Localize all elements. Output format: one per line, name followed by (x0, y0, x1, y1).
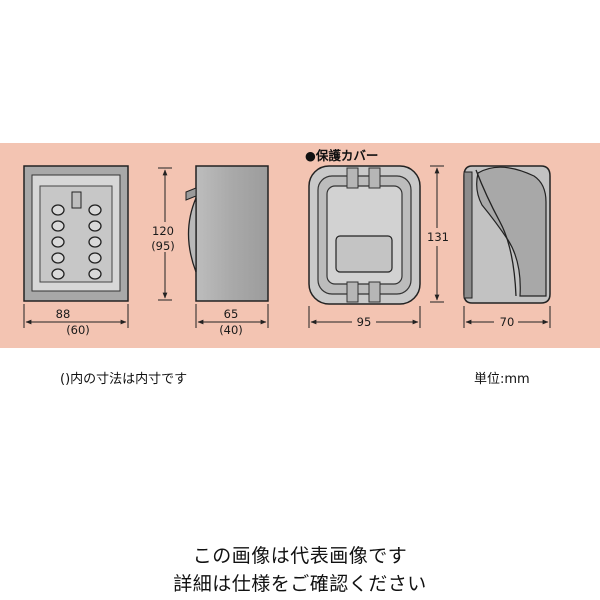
cover-width-label: 95 (357, 315, 372, 329)
cover-title: ●保護カバー (305, 148, 378, 163)
cover-depth-label: 70 (500, 315, 515, 329)
side-depth-inner-label: (40) (219, 323, 243, 337)
side-height-inner-label: (95) (151, 239, 175, 253)
front-width-label: 88 (56, 307, 71, 321)
front-view: 88 (60) (23, 165, 129, 337)
cover-height-dimension: 131 (424, 165, 452, 303)
side-depth-label: 65 (224, 307, 239, 321)
caption-representative-image: この画像は代表画像です (192, 545, 408, 567)
cover-side-view: 70 (463, 165, 551, 329)
keypad-buttons (51, 204, 102, 280)
side-view: 65 (40) (185, 165, 269, 337)
caption-check-specs: 詳細は仕様をご確認ください (173, 573, 427, 595)
height-dimension: 120 (95) (146, 167, 180, 301)
cover-front-view: 95 (308, 165, 421, 329)
cover-height-label: 131 (427, 230, 449, 244)
front-latch (71, 191, 82, 209)
front-width-inner-label: (60) (66, 323, 90, 337)
inner-dimension-note: ()内の寸法は内寸です (60, 372, 188, 387)
cover-window (335, 235, 393, 273)
side-height-label: 120 (152, 224, 174, 238)
unit-note: 単位:mm (474, 372, 530, 387)
